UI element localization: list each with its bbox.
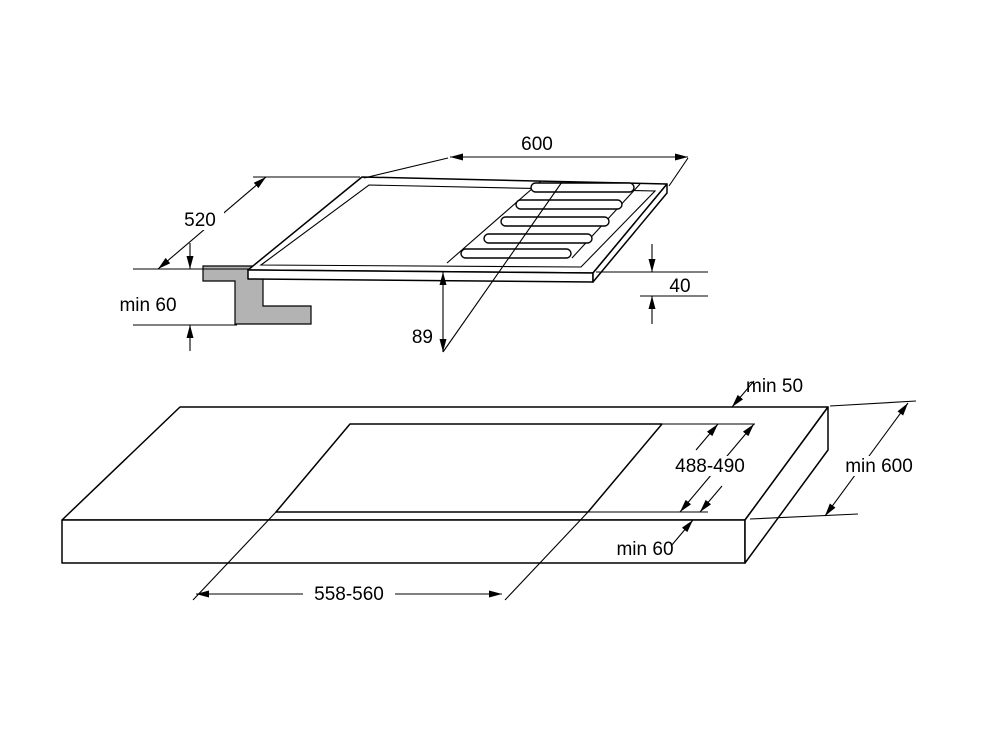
grate-bar (530, 182, 635, 193)
dimension-label-hob-height: 40 (669, 276, 690, 297)
label-mask (176, 208, 224, 230)
hob-right-face (592, 183, 668, 283)
extension-line (829, 400, 917, 407)
grate-extension-line (442, 181, 563, 353)
extension-line (668, 157, 689, 187)
dimension-label-bracket-clearance: min 60 (119, 295, 176, 316)
dimension-arrow (695, 423, 719, 451)
grate-bar (460, 248, 572, 259)
countertop-view: 558-560 488-490 min 50 min 600 min 60 (61, 376, 917, 605)
label-mask (672, 456, 748, 476)
dimension-arrow (699, 485, 723, 513)
grate-bar (500, 216, 610, 227)
extension-line (192, 511, 277, 601)
dimension-label-hob-depth: 520 (184, 210, 216, 231)
hob-front-face (247, 269, 594, 283)
hob-top-view: 600 520 min 60 40 89 (119, 134, 708, 353)
dimension-label-back-clearance: min 50 (746, 376, 803, 397)
extension-line (504, 511, 589, 601)
grate-bar (483, 233, 593, 244)
dimension-arrow (670, 519, 694, 547)
dimension-label-cutout-depth: 488-490 (675, 456, 745, 477)
dimension-label-front-clearance: min 60 (616, 539, 673, 560)
grate-bar (515, 199, 623, 210)
dimension-label-grate-offset: 89 (412, 327, 433, 348)
label-mask (843, 456, 917, 476)
dimension-label-cutout-width: 558-560 (314, 584, 384, 605)
dimension-label-hob-width: 600 (521, 134, 553, 155)
dimension-label-worktop-depth: min 600 (845, 456, 913, 477)
label-mask (303, 584, 395, 604)
dimension-arrow (731, 380, 755, 408)
extension-line (363, 157, 449, 179)
hob-inner-rim (259, 184, 657, 268)
